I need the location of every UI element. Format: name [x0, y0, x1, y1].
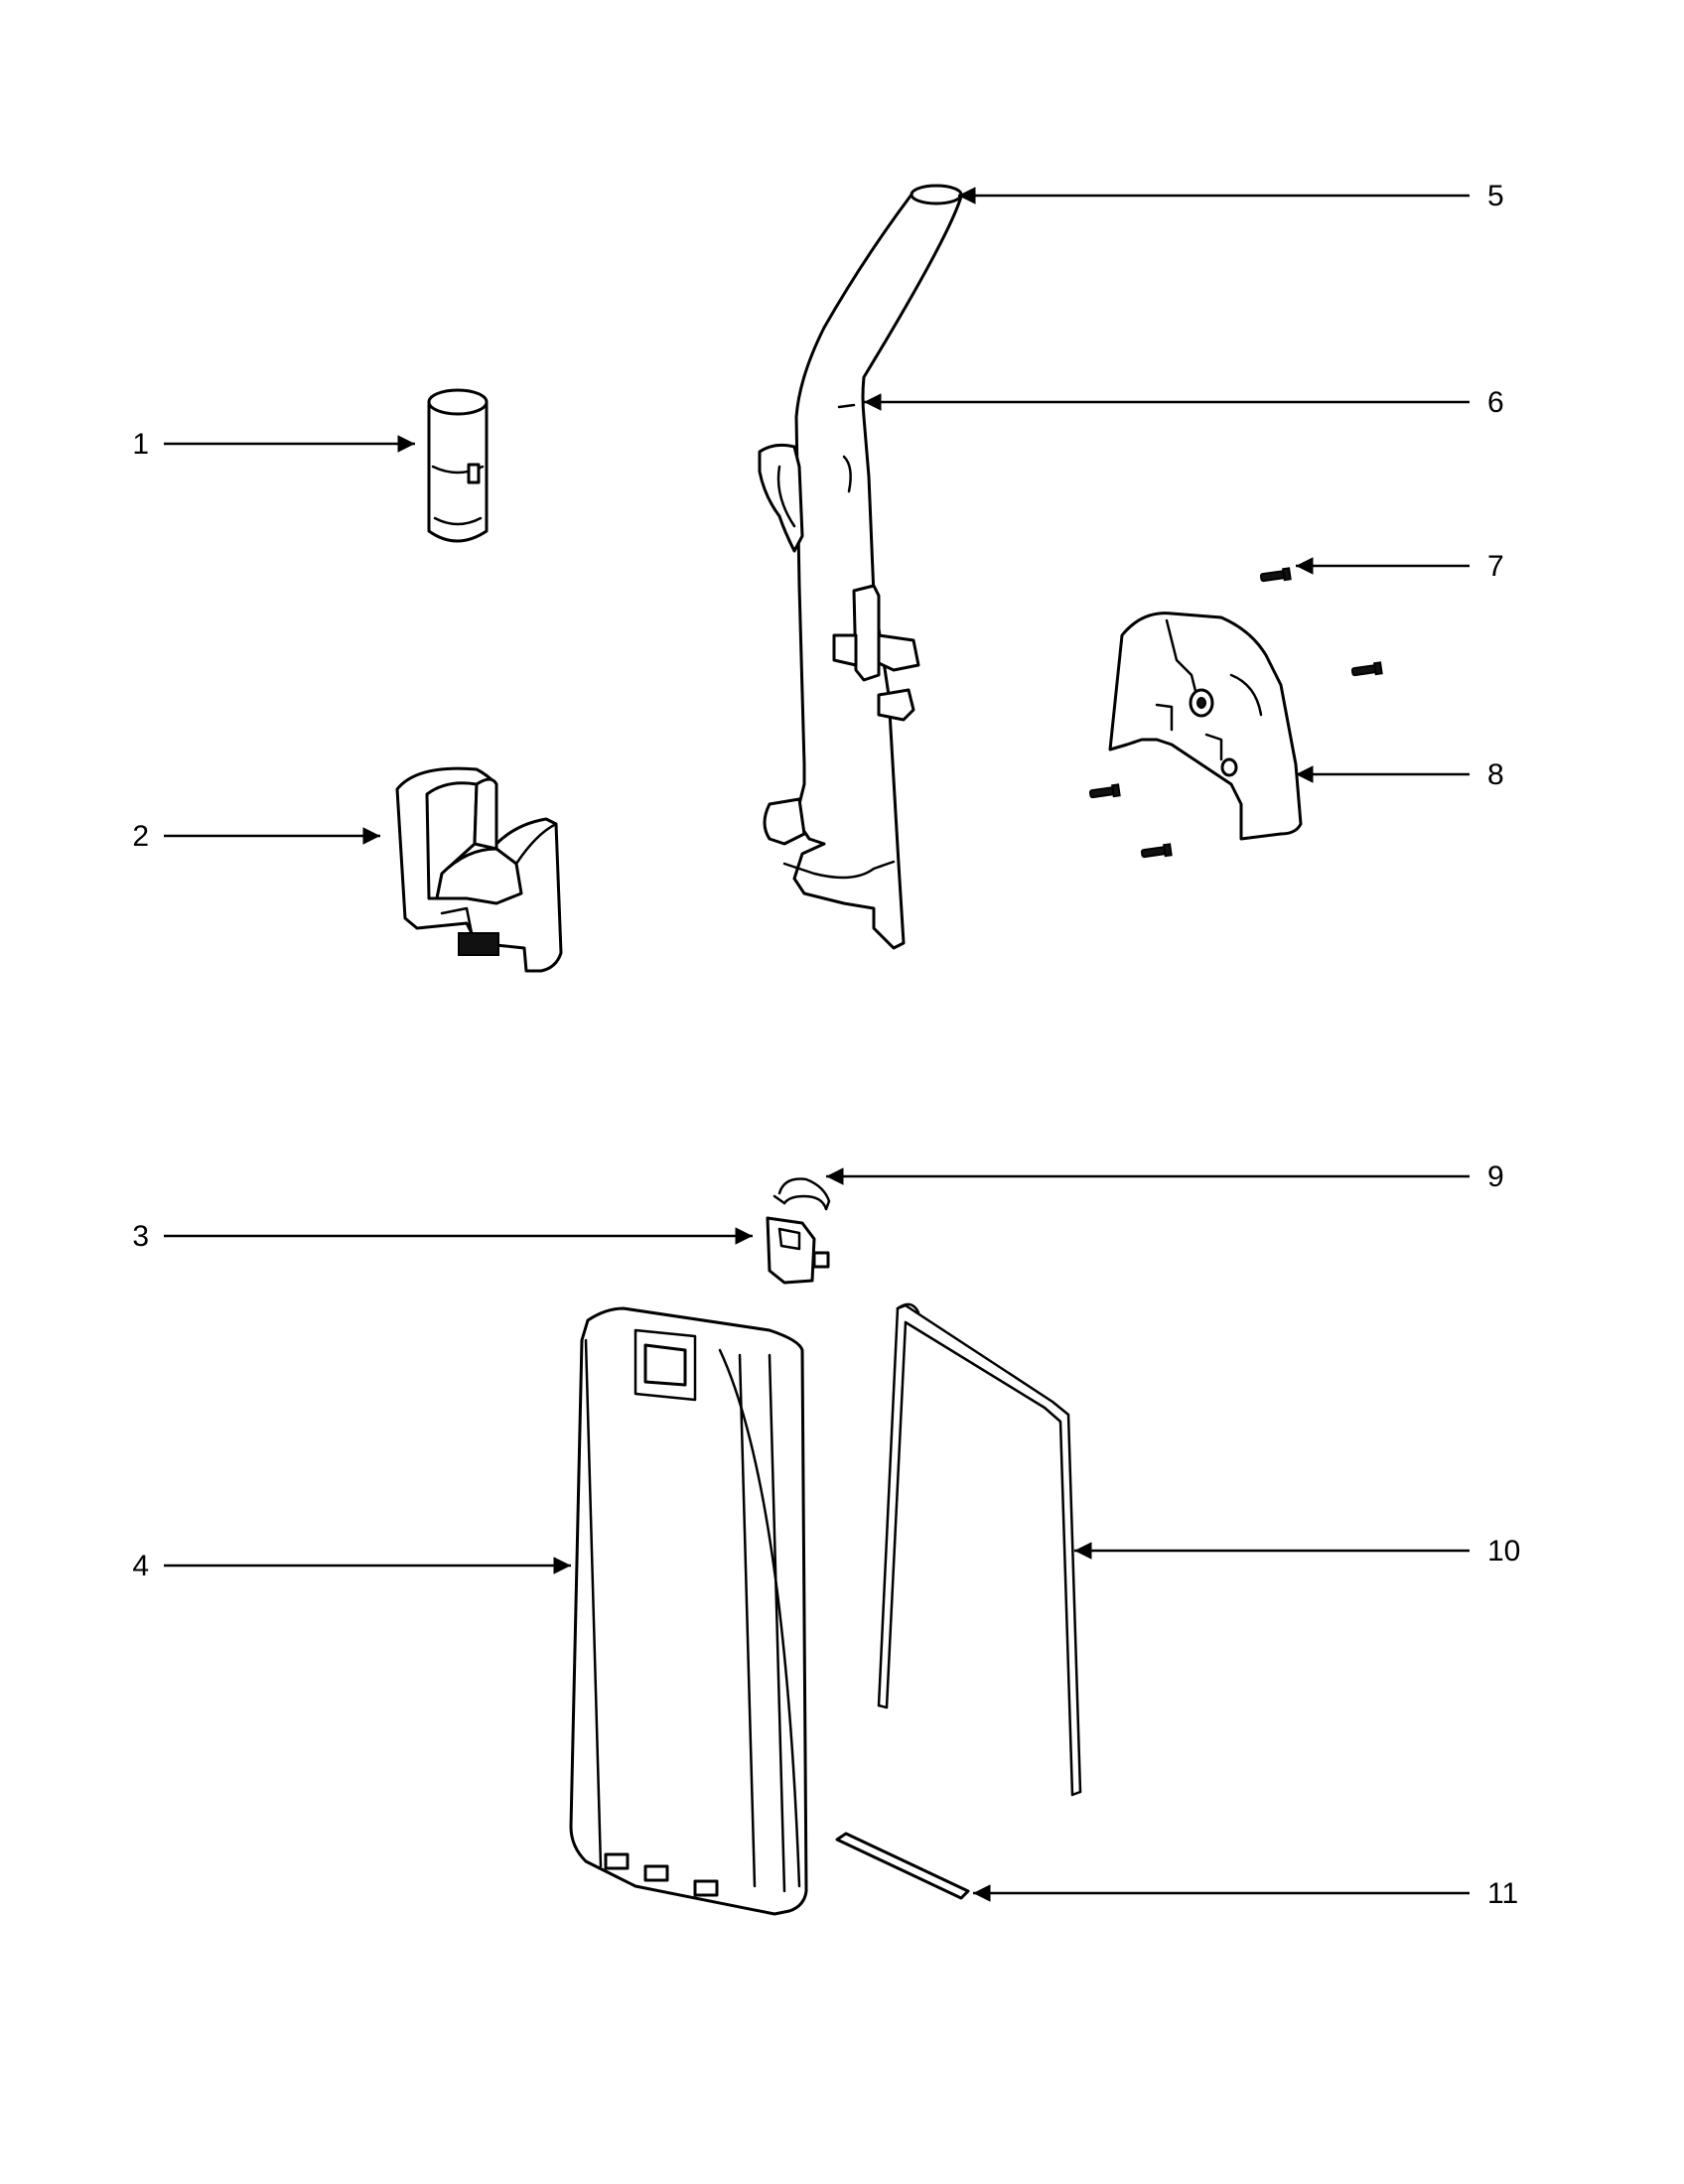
- part-9-wire-clip: [772, 1177, 831, 1211]
- part-2-hose-bracket: [395, 766, 563, 973]
- callout-4: 4: [132, 1550, 149, 1582]
- callout-11: 11: [1487, 1877, 1518, 1910]
- callout-10: 10: [1487, 1535, 1520, 1568]
- callout-8: 8: [1487, 758, 1504, 791]
- callout-7: 7: [1487, 550, 1504, 583]
- part-11-foam-strip: [835, 1832, 970, 1900]
- callout-5: 5: [1487, 180, 1504, 212]
- part-3-latch: [766, 1216, 830, 1285]
- part-10-seal: [877, 1302, 1082, 1797]
- callout-labels: 1 2 3 4 5 6 7 8 9 10 11: [132, 180, 1520, 1910]
- callout-1: 1: [132, 428, 149, 461]
- part-5-6-handle: [758, 184, 963, 950]
- part-8-rear-cover: [1108, 612, 1303, 841]
- callout-6: 6: [1487, 386, 1504, 419]
- callout-9: 9: [1487, 1160, 1504, 1193]
- leader-lines: [164, 187, 1470, 1902]
- callout-3: 3: [132, 1220, 149, 1253]
- part-4-front-cover: [569, 1306, 808, 1916]
- part-7-screws: [1088, 567, 1383, 859]
- part-1-hose-cuff: [427, 388, 489, 543]
- callout-2: 2: [132, 820, 149, 853]
